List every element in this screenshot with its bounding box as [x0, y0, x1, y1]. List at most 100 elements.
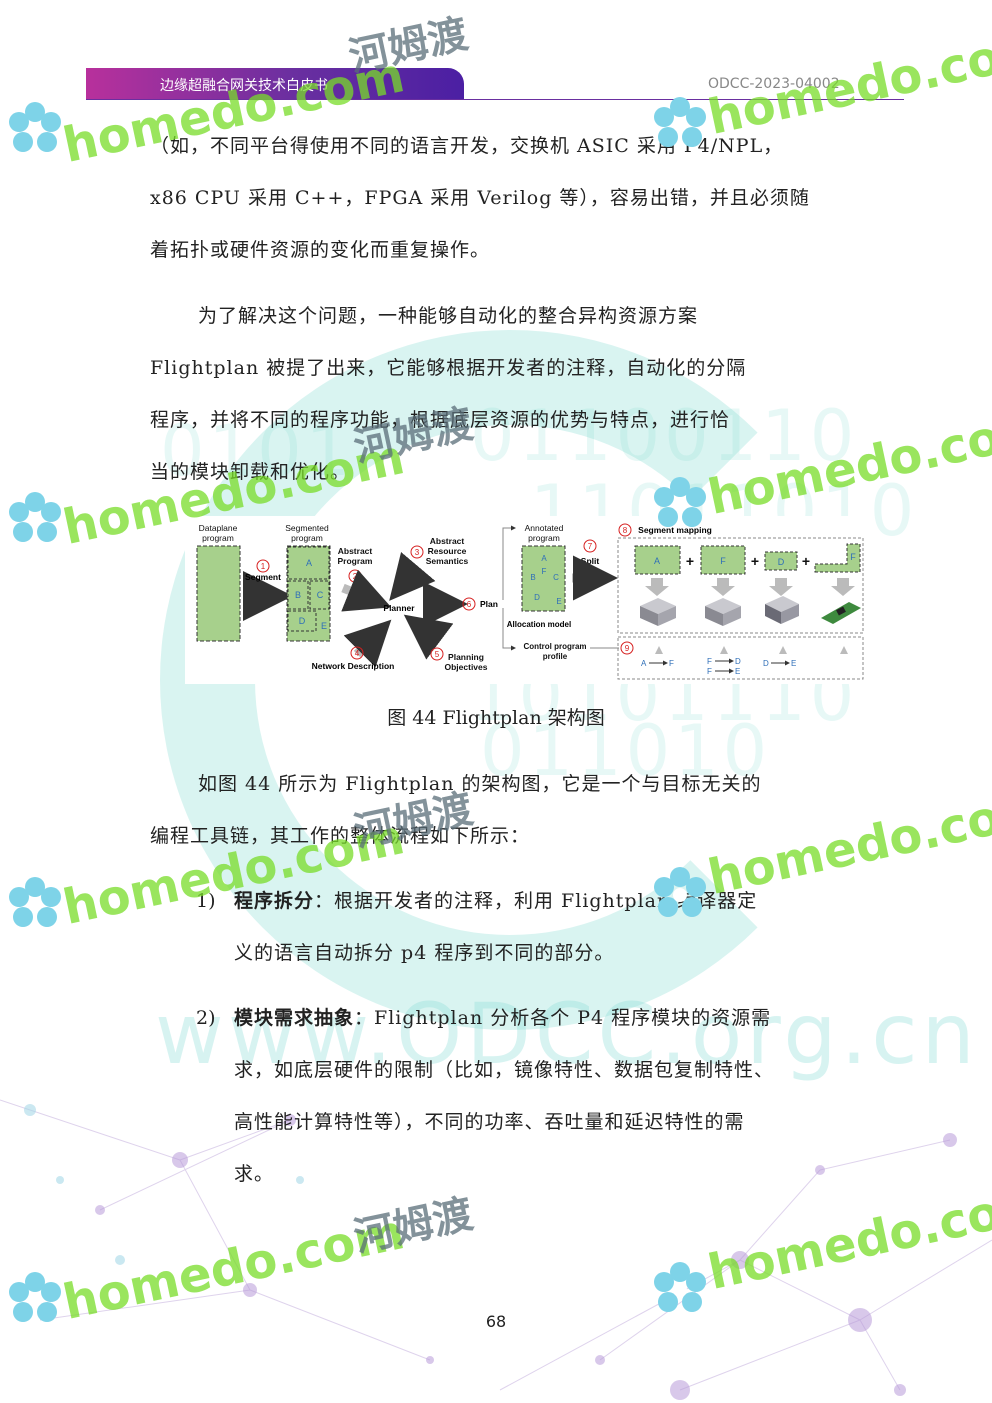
text-line: ：Flightplan 分析各个 P4 程序模块的资源需 — [354, 1007, 772, 1029]
label-abstract-resource: Abstract — [430, 536, 465, 546]
flow-e: E — [735, 667, 740, 676]
flow-f: F — [707, 667, 712, 676]
paragraph-2: 为了解决这个问题，一种能够自动化的整合异构资源方案 Flightplan 被提了… — [150, 290, 850, 498]
plus-sign: + — [751, 553, 759, 569]
step-1: 1 — [261, 562, 266, 571]
paragraph-1: （如，不同平台得使用不同的语言开发，交换机 ASIC 采用 P4/NPL， x8… — [150, 120, 850, 276]
block-e: E — [321, 621, 327, 631]
label-allocation-model: Allocation model — [507, 620, 571, 629]
list-term: 程序拆分 — [234, 890, 315, 912]
annotated-b: B — [530, 573, 535, 582]
text-line: 当的模块卸载和优化。 — [150, 461, 351, 483]
label-planning-objectives: Objectives — [445, 662, 488, 672]
mapping-f2: F — [850, 552, 856, 562]
step-4: 4 — [355, 649, 360, 658]
block-b: B — [295, 590, 301, 600]
text-line: （如，不同平台得使用不同的语言开发，交换机 ASIC 采用 P4/NPL， — [150, 135, 784, 157]
label-abstract-resource: Semantics — [426, 556, 469, 566]
label-abstract-program: Abstract — [338, 546, 373, 556]
flower-logo-icon — [9, 102, 61, 152]
label-control-program: Control program — [523, 642, 586, 651]
figure-caption: 图 44 Flightplan 架构图 — [387, 707, 605, 729]
text-line: ：根据开发者的注释，利用 Flightplan 编译器定 — [314, 890, 758, 912]
label-segmented: Segmented — [285, 523, 329, 533]
list-number: 1) — [196, 890, 216, 912]
block-a: A — [306, 558, 312, 568]
mapping-a: A — [654, 556, 660, 566]
text-line: 程序，并将不同的程序功能，根据底层资源的优势与特点，进行恰 — [150, 409, 731, 431]
flow-e: E — [791, 659, 796, 668]
dataplane-block — [196, 545, 241, 642]
flower-logo-icon — [9, 1272, 61, 1322]
annotated-d: D — [534, 593, 540, 602]
flow-d: D — [763, 659, 769, 668]
text-line: 为了解决这个问题，一种能够自动化的整合异构资源方案 — [198, 305, 699, 327]
label-annotated: Annotated — [525, 523, 564, 533]
label-planner: Planner — [383, 603, 415, 613]
step-1-badge — [256, 559, 270, 573]
header-bar — [86, 68, 464, 100]
server-icon — [640, 598, 676, 626]
flow-f: F — [669, 659, 674, 668]
header-title: 边缘超融合网关技术白皮书 — [160, 78, 328, 94]
mapping-f: F — [720, 556, 726, 566]
binary-watermark: 01100110 — [470, 395, 859, 477]
label-control-program: profile — [543, 652, 568, 661]
annotated-c: C — [553, 573, 559, 582]
label-segment-mapping: Segment mapping — [638, 525, 712, 535]
binary-watermark: 011010 — [480, 710, 772, 792]
label-dataplane: Dataplane — [199, 523, 238, 533]
binary-watermark: 0101 — [160, 410, 355, 492]
step-6: 6 — [467, 600, 472, 609]
paragraph-3: 如图 44 所示为 Flightplan 的架构图，它是一个与目标无关的 编程工… — [150, 758, 850, 862]
annotated-a: A — [541, 554, 547, 563]
flightplan-architecture-figure: Dataplane program Segmented program 1 Se… — [185, 516, 865, 684]
text-line: 义的语言自动拆分 p4 程序到不同的部分。 — [234, 942, 615, 964]
page-number: 68 — [485, 1312, 507, 1331]
step-2: 2 — [353, 572, 358, 581]
label-split: Split — [581, 556, 600, 566]
label-annotated: program — [528, 533, 560, 543]
flower-logo-icon — [654, 97, 706, 147]
flow-f: F — [707, 657, 712, 666]
step-7: 7 — [588, 542, 593, 551]
annotated-f: F — [542, 567, 547, 576]
server-icon — [705, 598, 741, 626]
text-line: x86 CPU 采用 C++，FPGA 采用 Verilog 等），容易出错，并… — [150, 187, 810, 209]
label-dataplane: program — [202, 533, 234, 543]
list-item-1: 1) 程序拆分：根据开发者的注释，利用 Flightplan 编译器定 义的语言… — [196, 875, 856, 979]
label-segment: Segment — [245, 572, 281, 582]
text-line: 着拓扑或硬件资源的变化而重复操作。 — [150, 239, 491, 261]
flow-d: D — [735, 657, 741, 666]
text-line: 高性能计算特性等），不同的功率、吞吐量和延迟特性的需 — [234, 1111, 745, 1133]
block-c: C — [317, 590, 324, 600]
plus-sign: + — [686, 553, 694, 569]
flower-logo-icon — [654, 477, 706, 527]
flow-a: A — [641, 659, 647, 668]
list-item-2: 2) 模块需求抽象：Flightplan 分析各个 P4 程序模块的资源需 求，… — [196, 992, 856, 1200]
label-network-description: Network Description — [312, 661, 395, 671]
switch-icon — [765, 596, 799, 624]
mapping-d: D — [778, 557, 785, 567]
label-abstract-resource: Resource — [428, 546, 467, 556]
site-watermark: www.ODCC.org.cn — [155, 985, 979, 1083]
text-line: 编程工具链，其工作的整体流程如下所示： — [150, 825, 531, 847]
label-plan: Plan — [480, 599, 498, 609]
flower-logo-icon — [9, 877, 61, 927]
flower-logo-icon — [9, 492, 61, 542]
header-divider — [86, 99, 904, 100]
step-8: 8 — [623, 526, 628, 535]
label-abstract-program: Program — [338, 556, 373, 566]
block-d: D — [299, 616, 306, 626]
plus-sign: + — [802, 553, 810, 569]
text-line: 求。 — [234, 1163, 275, 1185]
annotated-e: E — [556, 597, 561, 606]
step-9: 9 — [625, 644, 630, 653]
step-5: 5 — [435, 650, 440, 659]
label-segmented: program — [291, 533, 323, 543]
text-line: 如图 44 所示为 Flightplan 的架构图，它是一个与目标无关的 — [198, 773, 762, 795]
fpga-card-icon — [821, 602, 861, 624]
list-term: 模块需求抽象 — [234, 1007, 355, 1029]
list-number: 2) — [196, 1007, 216, 1029]
text-line: Flightplan 被提了出来，它能够根据开发者的注释，自动化的分隔 — [150, 357, 747, 379]
